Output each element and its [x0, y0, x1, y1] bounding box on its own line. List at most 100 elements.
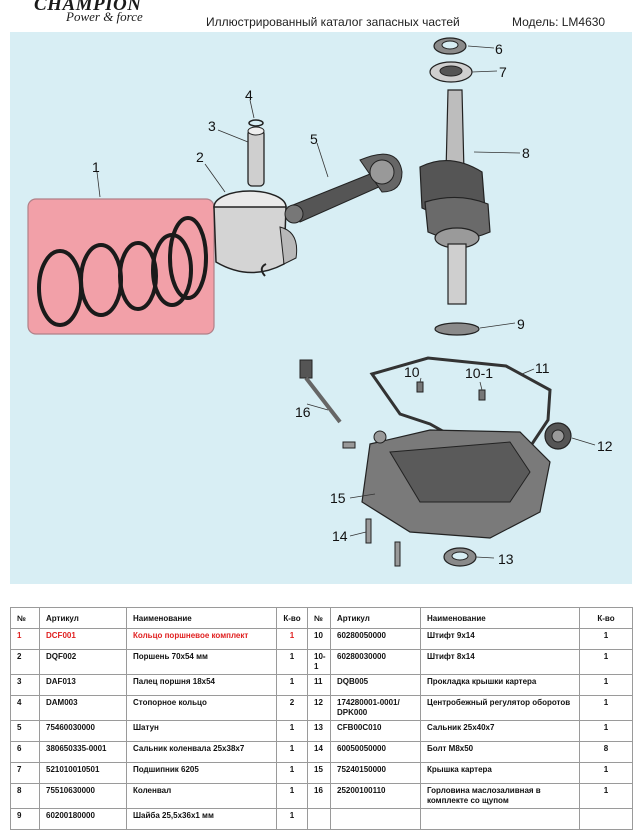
callout-5: 5: [310, 131, 318, 147]
page-header: CHAMPION Power & force Иллюстрированный …: [0, 0, 638, 29]
champion-logo: CHAMPION Power & force: [4, 0, 174, 28]
row-number: 11: [307, 674, 331, 696]
callout-12: 12: [597, 438, 613, 454]
row-qty: 1: [276, 762, 308, 784]
row-number: [307, 808, 331, 830]
exploded-parts-diagram: 1 2 3 4 5 6 7 8 9 10 10-1 11 12 13 14 15…: [10, 32, 632, 584]
row-qty: 1: [276, 649, 308, 675]
table-row: 6 380650335-0001 Сальник коленвала 25х38…: [10, 741, 633, 763]
row-qty: [579, 808, 633, 830]
row-article: 25200100110: [330, 783, 421, 809]
row-name: Горловина маслозаливная в комплекте со щ…: [420, 783, 580, 809]
callout-10-1: 10-1: [465, 365, 493, 381]
row-name: Штифт 8х14: [420, 649, 580, 675]
col-header-article: Артикул: [39, 607, 127, 629]
row-name: Крышка картера: [420, 762, 580, 784]
connecting-rod-drawing: [284, 153, 403, 224]
row-number: 6: [10, 741, 40, 763]
row-qty: 1: [276, 674, 308, 696]
callout-6: 6: [495, 41, 503, 57]
table-row: 4 DAM003 Стопорное кольцо 2 12 174280001…: [10, 695, 633, 721]
row-number: 16: [307, 783, 331, 809]
row-name: Штифт 9х14: [420, 628, 580, 650]
row-article: DQF002: [39, 649, 127, 675]
callout-3: 3: [208, 118, 216, 134]
row-qty: 1: [579, 628, 633, 650]
piston-rings-drawing: [37, 216, 208, 327]
row-name: Болт М8х50: [420, 741, 580, 763]
row-qty: 8: [579, 741, 633, 763]
callout-2: 2: [196, 149, 204, 165]
row-article: 75460030000: [39, 720, 127, 742]
pin-8x14-drawing: [478, 389, 486, 401]
row-number: 10: [307, 628, 331, 650]
row-article: 380650335-0001: [39, 741, 127, 763]
row-number: 2: [10, 649, 40, 675]
row-name: Поршень 70х54 мм: [126, 649, 277, 675]
callout-4: 4: [245, 87, 253, 103]
crankshaft-drawing: [419, 89, 491, 305]
oil-filler-dipstick-drawing: [299, 359, 342, 424]
row-article: DQB005: [330, 674, 421, 696]
table-row: 2 DQF002 Поршень 70х54 мм 1 10-1 6028003…: [10, 649, 633, 675]
pin-9x14-drawing: [416, 381, 424, 393]
circlip-drawing: [248, 119, 264, 127]
bolts-drawing: [342, 441, 401, 567]
bearing-drawing: [429, 61, 473, 83]
col-header-qty-2: К-во: [579, 607, 633, 629]
callout-13: 13: [498, 551, 514, 567]
row-number: 4: [10, 695, 40, 721]
col-header-article-2: Артикул: [330, 607, 421, 629]
row-article: CFB00C010: [330, 720, 421, 742]
row-number: 12: [307, 695, 331, 721]
row-qty: 1: [579, 674, 633, 696]
col-header-name: Наименование: [126, 607, 277, 629]
row-article: 60280050000: [330, 628, 421, 650]
piston-drawing: [213, 190, 298, 277]
table-row: 7 521010010501 Подшипник 6205 1 15 75240…: [10, 762, 633, 784]
row-number: 9: [10, 808, 40, 830]
row-number: 15: [307, 762, 331, 784]
callout-14: 14: [332, 528, 348, 544]
table-row: 3 DAF013 Палец поршня 18х54 1 11 DQB005 …: [10, 674, 633, 696]
piston-pin-drawing: [247, 126, 265, 187]
table-row: 9 60200180000 Шайба 25,5х36х1 мм 1: [10, 808, 633, 830]
diagram-drawing: 1 2 3 4 5 6 7 8 9 10 10-1 11 12 13 14 15…: [27, 37, 613, 567]
row-number: 7: [10, 762, 40, 784]
row-article: DAM003: [39, 695, 127, 721]
callout-16: 16: [295, 404, 311, 420]
row-name: Стопорное кольцо: [126, 695, 277, 721]
crankshaft-seal-drawing: [433, 37, 467, 55]
parts-table: № Артикул Наименование К-во № Артикул На…: [10, 607, 633, 830]
row-qty: 1: [276, 783, 308, 809]
table-row: 1 DCF001 Кольцо поршневое комплект 1 10 …: [10, 628, 633, 650]
callout-10: 10: [404, 364, 420, 380]
row-name: Прокладка крышки картера: [420, 674, 580, 696]
row-qty: 1: [579, 649, 633, 675]
logo-brand: CHAMPION: [34, 0, 142, 15]
col-header-name-2: Наименование: [420, 607, 580, 629]
row-name: Кольцо поршневое комплект: [126, 628, 277, 650]
row-qty: 1: [579, 762, 633, 784]
seal-drawing: [443, 547, 477, 567]
row-name: Сальник коленвала 25х38х7: [126, 741, 277, 763]
callout-leader-lines: [96, 45, 596, 559]
row-name: [420, 808, 580, 830]
table-row: 8 75510630000 Коленвал 1 16 25200100110 …: [10, 783, 633, 809]
row-name: Центробежный регулятор оборотов: [420, 695, 580, 721]
row-article: 521010010501: [39, 762, 127, 784]
callout-1: 1: [92, 159, 100, 175]
row-number: 5: [10, 720, 40, 742]
row-article: [330, 808, 421, 830]
table-header-row: № Артикул Наименование К-во № Артикул На…: [10, 607, 633, 629]
row-article: 60280030000: [330, 649, 421, 675]
row-qty: 1: [579, 783, 633, 809]
row-qty: 1: [276, 720, 308, 742]
row-qty: 1: [579, 695, 633, 721]
row-name: Шайба 25,5х36х1 мм: [126, 808, 277, 830]
row-article: DAF013: [39, 674, 127, 696]
row-name: Коленвал: [126, 783, 277, 809]
callout-7: 7: [499, 64, 507, 80]
governor-drawing: [544, 422, 572, 450]
row-number: 13: [307, 720, 331, 742]
